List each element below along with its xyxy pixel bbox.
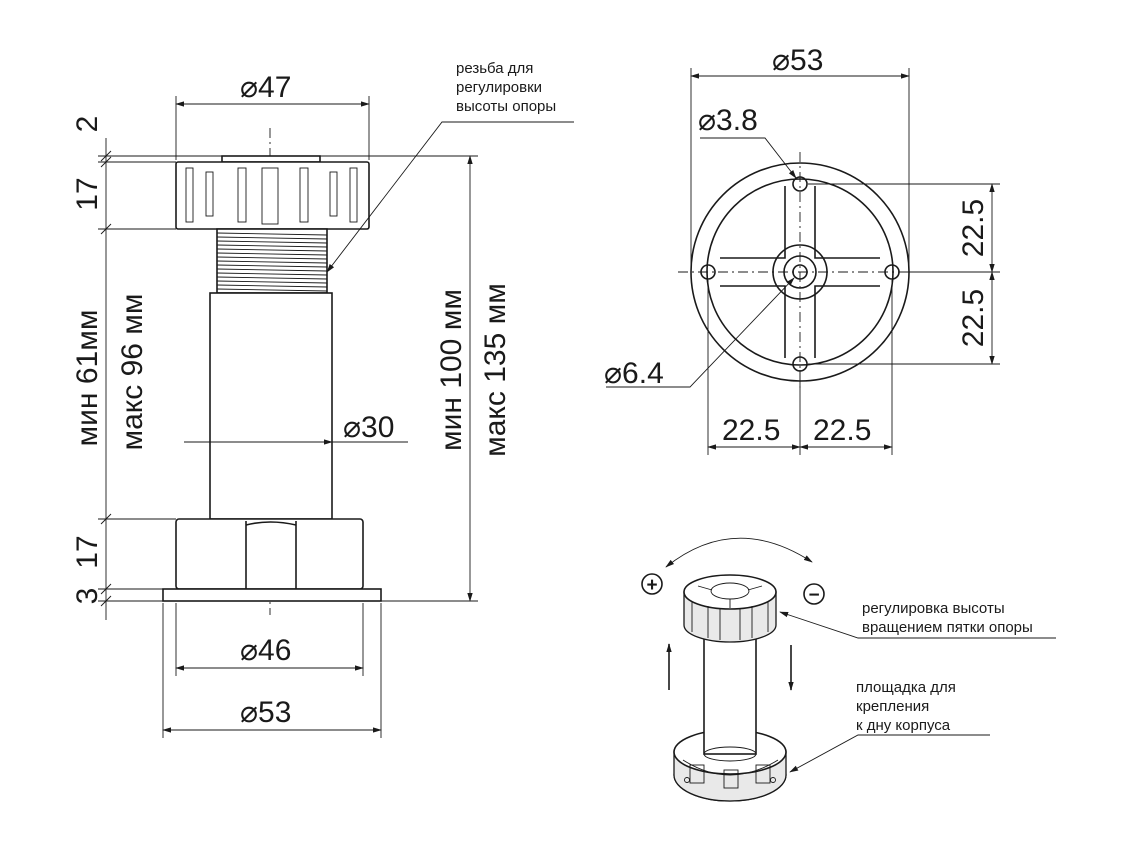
dim-base-diameter: ⌀53 (240, 696, 291, 729)
thread-leader (326, 121, 574, 273)
thread-line (216, 252, 328, 256)
dim-v-top: 22.5 (957, 199, 990, 257)
dim-h-right: 22.5 (813, 414, 871, 447)
mount-note-line2: крепления (856, 698, 929, 715)
dim-total-min: мин 100 мм (435, 289, 468, 451)
dim-v-bottom: 22.5 (957, 289, 990, 347)
mount-note-line1: площадка для (856, 679, 956, 696)
thread-line (216, 256, 328, 260)
cross-ribs (720, 186, 880, 358)
minus-circle-icon (803, 583, 825, 605)
thread-line (216, 284, 328, 288)
thread-line (216, 232, 328, 236)
side-view: ⌀47 ⌀30 ⌀46 ⌀53 2 17 мин (71, 60, 574, 738)
dim-rod-min: мин 61мм (71, 310, 104, 447)
top-ribbed-nut (175, 161, 370, 230)
rotation-arc (665, 537, 813, 568)
dim-hole-diameter: ⌀3.8 (698, 104, 758, 137)
dim-outer-diameter: ⌀53 (772, 44, 823, 77)
center-hole (792, 264, 808, 280)
dim-rod-max: макс 96 мм (116, 293, 149, 450)
inner-ring (706, 178, 894, 366)
center-hub-outer (772, 244, 828, 300)
thread-note-line2: регулировки (456, 79, 542, 96)
dim-center-diameter: ⌀6.4 (604, 357, 664, 390)
plus-circle-icon (641, 573, 663, 595)
top-cap-disk (221, 155, 321, 163)
dim-rod-diameter: ⌀30 (343, 411, 394, 444)
thread-lines (216, 232, 328, 292)
rotation-note-line2: вращением пятки опоры (862, 619, 1033, 636)
dim-h-17-bottom: 17 (71, 535, 104, 568)
thread-line (216, 260, 328, 264)
rod (209, 292, 333, 520)
thread-note-line1: резьба для (456, 60, 533, 77)
dim-ticks (100, 150, 112, 607)
dim-h-17-top: 17 (71, 177, 104, 210)
iso-ribs (691, 585, 769, 640)
iso-rod (703, 637, 757, 755)
dim-h-3: 3 (71, 588, 104, 605)
mount-note-line3: к дну корпуса (856, 717, 951, 734)
dim-total-max: макс 135 мм (479, 283, 512, 457)
thread-line (216, 288, 328, 292)
thread-line (216, 276, 328, 280)
dim-nut-diameter: ⌀46 (240, 634, 291, 667)
dim-h-left: 22.5 (722, 414, 780, 447)
iso-view: + − (641, 537, 1056, 802)
plus-sign: + (646, 575, 657, 596)
thread-line (216, 248, 328, 252)
thread-line (216, 240, 328, 244)
nut-ribs (185, 167, 358, 225)
thread-line (216, 264, 328, 268)
thread-note-line3: высоты опоры (456, 98, 556, 115)
thread-line (216, 244, 328, 248)
bottom-view: ⌀53 ⌀3.8 22.5 22.5 22.5 22.5 ⌀6.4 (604, 44, 1000, 455)
thread-line (216, 236, 328, 240)
thread-line (216, 272, 328, 276)
dim-h-2: 2 (71, 116, 104, 133)
thread-line (216, 268, 328, 272)
rotation-note-line1: регулировка высоты (862, 600, 1005, 617)
bottom-hex-nut (175, 518, 364, 590)
center-hub-inner (783, 255, 817, 289)
thread-line (216, 280, 328, 284)
dim-top-diameter: ⌀47 (240, 71, 291, 104)
minus-sign: − (808, 585, 819, 606)
base-plate (162, 588, 382, 602)
